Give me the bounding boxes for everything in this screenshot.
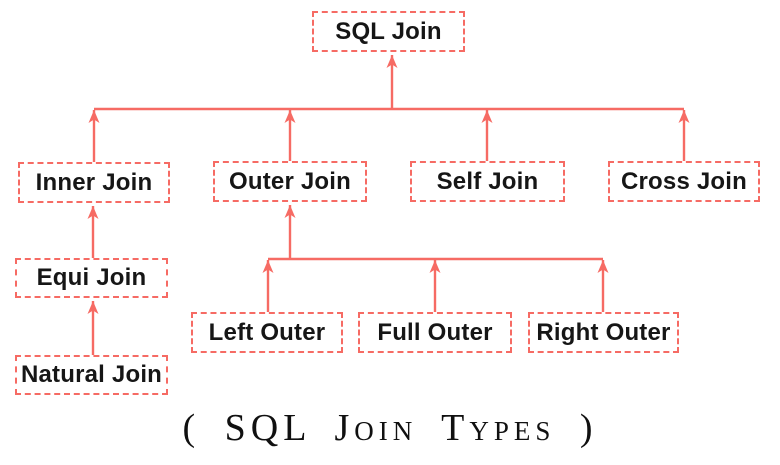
node-inner-join: Inner Join <box>18 162 170 203</box>
node-left-outer-label: Left Outer <box>208 318 326 346</box>
node-right-outer: Right Outer <box>528 312 679 353</box>
node-equi-join-label: Equi Join <box>36 264 147 291</box>
node-cross-join-label: Cross Join <box>620 167 748 195</box>
node-natural-join-label: Natural Join <box>20 361 163 388</box>
node-full-outer: Full Outer <box>358 312 512 353</box>
node-self-join: Self Join <box>410 161 565 202</box>
node-cross-join: Cross Join <box>608 161 760 202</box>
node-self-join-label: Self Join <box>436 167 539 195</box>
node-natural-join: Natural Join <box>15 355 168 395</box>
node-right-outer-label: Right Outer <box>536 318 671 346</box>
node-sql-join: SQL Join <box>312 11 465 52</box>
node-equi-join: Equi Join <box>15 258 168 298</box>
node-left-outer: Left Outer <box>191 312 343 353</box>
node-sql-join-label: SQL Join <box>335 17 442 45</box>
diagram-caption: ( SQL Join Types ) <box>182 407 598 449</box>
node-inner-join-label: Inner Join <box>35 168 153 196</box>
node-outer-join-label: Outer Join <box>228 167 351 195</box>
node-outer-join: Outer Join <box>213 161 367 202</box>
node-full-outer-label: Full Outer <box>377 318 493 346</box>
